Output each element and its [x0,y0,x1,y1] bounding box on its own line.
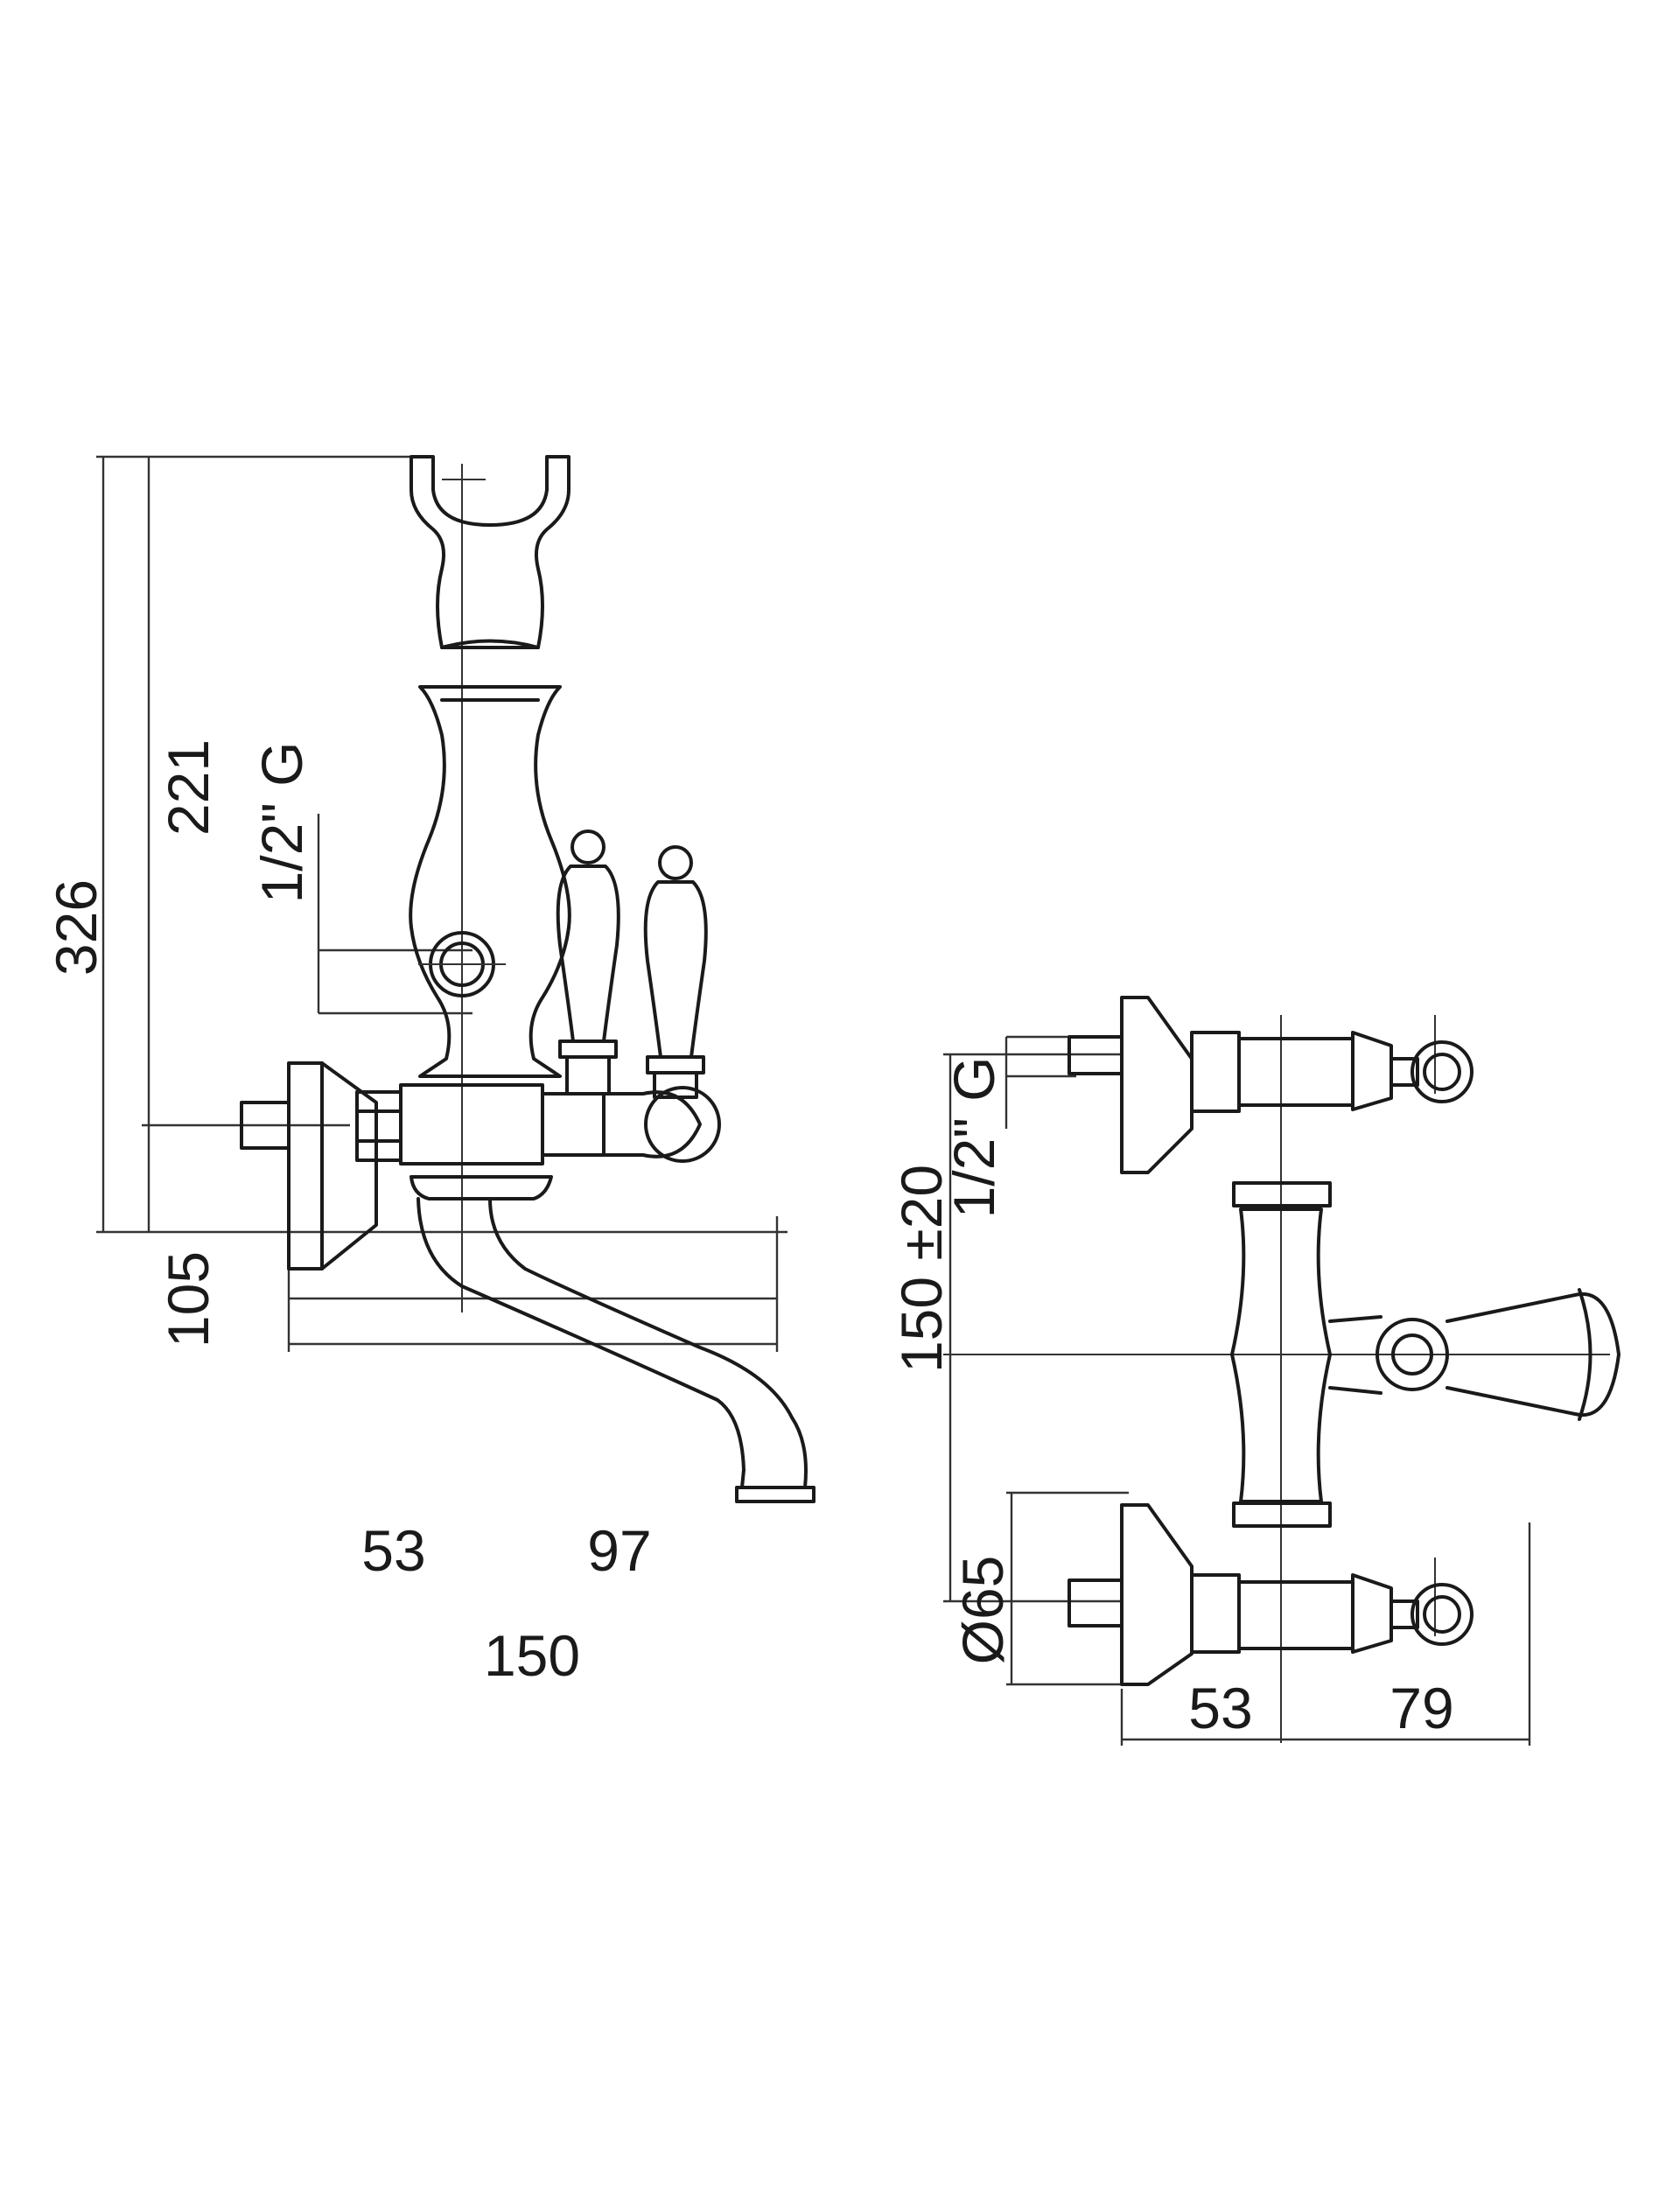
valve-knob [644,1086,721,1163]
mixer-body [399,1083,544,1166]
label-height-upper: 221 [156,739,220,836]
shower-holder-fork [410,455,570,649]
spout [416,1197,808,1489]
diverter-inner [1391,1334,1433,1376]
body-ring-top [1232,1181,1332,1208]
label-height-lower: 105 [156,1251,220,1348]
spout-tip [735,1486,816,1503]
column-body [409,685,571,1078]
lever-handle-left [556,830,620,1096]
top-view: 1/2" G 150 ±20 Ø65 53 79 [889,996,1620,1746]
label-depth-total-side: 150 [484,1623,580,1688]
label-depth-left-side: 53 [361,1518,425,1583]
lever-cap [1578,1288,1592,1421]
body-ring-bottom [1232,1502,1332,1528]
label-thread-side: 1/2" G [249,742,314,904]
hook-base [440,639,540,649]
valve-body [541,1092,606,1157]
label-depth-left-top: 53 [1188,1676,1252,1740]
diverter-outer [1376,1318,1449,1391]
inlet-stub [240,1101,290,1150]
wall-flange [287,1061,378,1270]
label-center-distance: 150 ±20 [889,1165,954,1373]
label-depth-right-top: 79 [1390,1676,1453,1740]
diverter-neck [1328,1315,1382,1395]
spout-collar [410,1175,553,1200]
diverter-lever [1446,1292,1620,1418]
lever-handle-right [643,845,708,1099]
hex-nut [355,1090,402,1162]
label-flange-diameter: Ø65 [950,1556,1015,1665]
label-thread-top: 1/2" G [942,1057,1006,1219]
side-view: 326 221 105 1/2" G 53 53 97 150 [44,455,816,1688]
label-total-height: 326 [44,879,108,976]
lower-inlet-assembly [1068,1503,1474,1686]
upper-inlet-assembly [1068,996,1474,1174]
label-depth-right-side: 97 [587,1518,651,1583]
